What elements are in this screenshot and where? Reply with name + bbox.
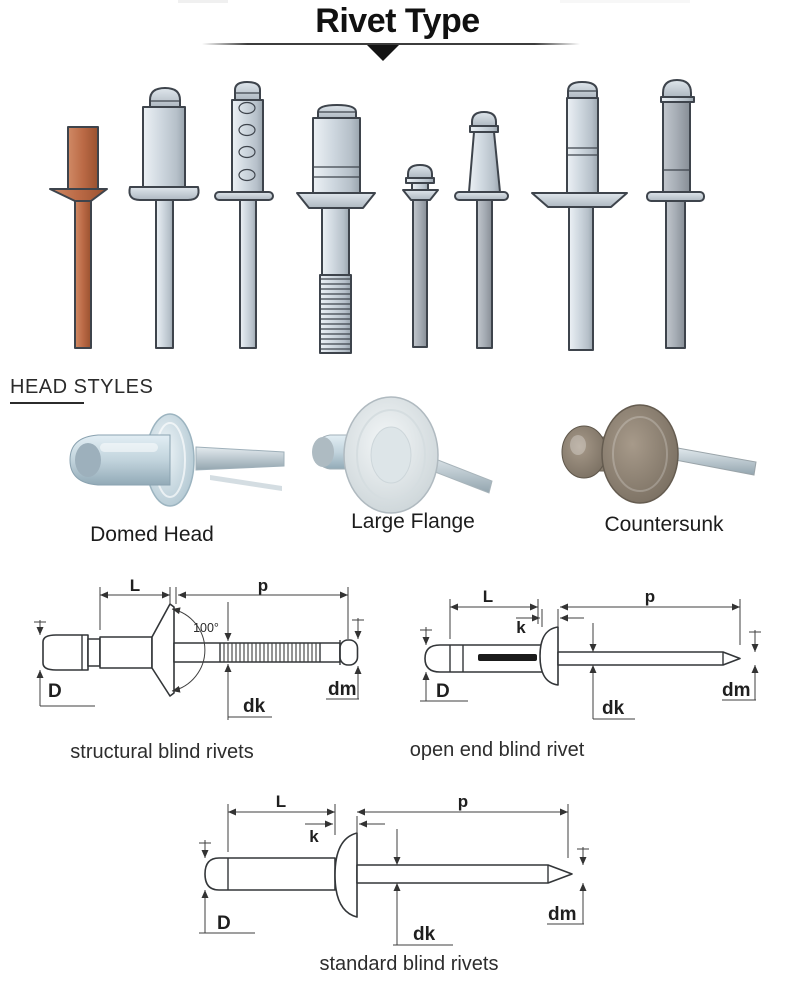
rivet-long-dome-gray — [646, 79, 705, 349]
rivet-structural-threaded — [296, 104, 376, 354]
rivet-dome-head — [128, 87, 200, 349]
standard-caption: standard blind rivets — [319, 953, 499, 975]
dim-label-L: L — [130, 576, 140, 595]
structural-rivet-drawing — [42, 603, 359, 697]
rivet-copper-countersunk — [49, 126, 108, 349]
standard-dimension-lines — [199, 804, 589, 946]
dim-label-dk: dk — [413, 924, 436, 945]
dim-label-D: D — [48, 681, 62, 702]
page-title: Rivet Type — [315, 2, 480, 40]
dim-label-p: p — [645, 587, 655, 606]
large-flange-photo — [312, 396, 493, 514]
large-flange-label: Large Flange — [351, 510, 475, 533]
countersunk-photo — [561, 404, 757, 504]
structural-blind-rivet-diagram: L p 100° D dk dm — [34, 576, 364, 720]
dim-label-k: k — [516, 618, 526, 637]
dim-label-dk: dk — [602, 698, 625, 719]
dim-label-dk: dk — [243, 696, 266, 717]
countersunk-label: Countersunk — [604, 513, 724, 536]
domed-head-photo — [69, 413, 285, 507]
dim-label-D: D — [436, 681, 450, 702]
dim-label-dm: dm — [328, 679, 357, 700]
dim-label-dm: dm — [548, 904, 577, 925]
head-styles-heading: HEAD STYLES — [10, 376, 154, 398]
structural-caption: structural blind rivets — [70, 741, 254, 763]
dim-label-L: L — [483, 587, 493, 606]
dim-label-dm: dm — [722, 680, 751, 701]
structural-dimension-lines — [34, 587, 364, 720]
rivet-wide-flange — [531, 81, 628, 351]
open-end-blind-rivet-diagram: L k p D dk dm — [420, 587, 761, 720]
title-divider-line — [202, 43, 580, 45]
scan-artifact — [178, 0, 228, 3]
dim-label-p: p — [458, 792, 468, 811]
rivet-multigrip-holes — [214, 81, 274, 349]
rivet-types-illustration-row — [49, 79, 705, 354]
standard-rivet-drawing — [204, 832, 573, 918]
head-styles-photo-row — [69, 396, 757, 514]
open-end-dimension-lines — [420, 599, 761, 720]
dim-label-D: D — [217, 913, 231, 934]
open-end-caption: open end blind rivet — [409, 739, 585, 761]
rivet-tapered-body — [454, 111, 509, 349]
down-arrow-icon — [367, 45, 399, 61]
dim-label-angle: 100° — [193, 621, 219, 635]
scan-artifact — [560, 0, 690, 3]
dim-label-k: k — [309, 827, 319, 846]
rivet-small-dome — [402, 164, 439, 348]
domed-head-label: Domed Head — [90, 523, 214, 546]
open-end-rivet-drawing — [424, 626, 741, 686]
heading-underline — [10, 402, 84, 404]
dim-label-L: L — [276, 792, 286, 811]
standard-blind-rivet-diagram: L k p D dk dm — [199, 792, 589, 946]
dim-label-p: p — [258, 576, 268, 595]
